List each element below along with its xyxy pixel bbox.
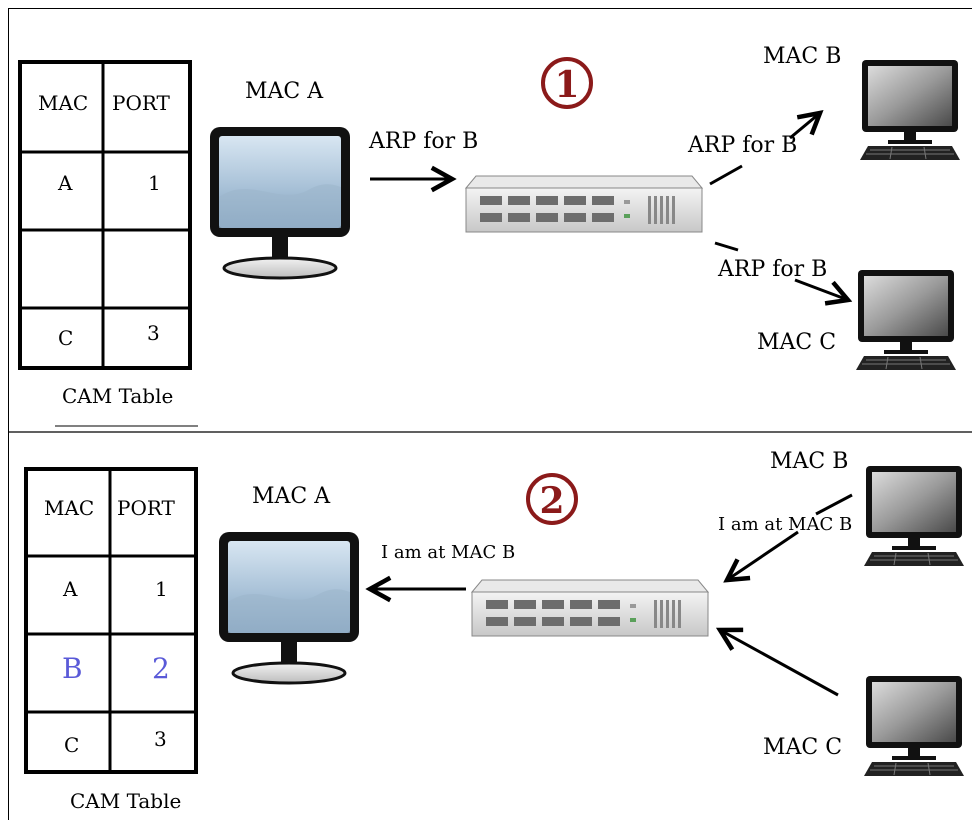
flood-label-b: ARP for B: [687, 133, 797, 158]
cam-table-2-row-1-mac: A: [62, 577, 78, 601]
host-b-label: MAC B: [763, 44, 841, 69]
reply-label-b: I am at MAC B: [718, 514, 852, 535]
cam-table-2-row-1-port: 1: [155, 577, 168, 601]
host-b-label-2: MAC B: [770, 449, 848, 474]
cam-table-2-header-mac: MAC: [44, 496, 94, 520]
cam-table-1: [18, 60, 192, 370]
flood-arrow-c-head: [794, 278, 848, 300]
host-a-label: MAC A: [245, 79, 324, 104]
link-from-c-arrow: [720, 630, 839, 697]
host-c-computer-icon: [855, 269, 957, 371]
host-b-computer-icon: [859, 59, 961, 161]
cam-table-2-header-port: PORT: [117, 496, 176, 520]
cam-table-1-row-3-mac: C: [58, 326, 73, 350]
diagram-frame: [8, 8, 972, 820]
host-c-label: MAC C: [757, 330, 836, 355]
switch-icon-2: [471, 579, 709, 637]
host-b-computer-icon-2: [863, 465, 965, 567]
panel-1: MAC PORT A 1 C 3 CAM Table MAC A ARP for…: [18, 44, 961, 408]
cam-table-1-header-port: PORT: [112, 91, 171, 115]
reply-from-b-tail: [815, 493, 853, 516]
cam-table-1-row-3-port: 3: [147, 321, 160, 345]
reply-from-b-head: [727, 530, 799, 580]
cam-table-1-row-1-mac: A: [57, 171, 73, 195]
cam-table-2: [24, 467, 198, 774]
arp-request-label: ARP for B: [368, 129, 478, 154]
cam-table-1-row-1-port: 1: [148, 171, 161, 195]
step-1-number: 1: [554, 64, 579, 106]
step-2-number: 2: [539, 480, 564, 522]
step-2-badge: [526, 473, 578, 525]
cam-table-2-learned-mac: B: [62, 652, 83, 685]
host-c-computer-icon-2: [863, 675, 965, 777]
step-1-badge: [541, 57, 593, 109]
cam-table-2-row-3-mac: C: [64, 733, 79, 757]
panel-2: MAC PORT A 1 B 2 C 3 CAM Table MAC A I a…: [24, 449, 965, 813]
cam-table-2-learned-port: 2: [152, 652, 170, 685]
flood-arrow-b-tail: [709, 164, 743, 186]
flood-arrow-b-head: [789, 113, 820, 140]
cam-table-2-row-3-port: 3: [154, 727, 167, 751]
flood-arrow-c-tail: [714, 241, 739, 252]
switch-icon: [465, 175, 703, 233]
host-c-label-2: MAC C: [763, 735, 842, 760]
host-a-monitor-icon: [208, 125, 352, 280]
cam-table-1-caption: CAM Table: [62, 384, 173, 408]
cam-table-1-header-mac: MAC: [38, 91, 88, 115]
host-a-label-2: MAC A: [252, 484, 331, 509]
flood-label-c: ARP for B: [717, 257, 827, 282]
host-a-monitor-icon-2: [217, 530, 361, 685]
reply-label: I am at MAC B: [381, 542, 515, 563]
cam-table-2-caption: CAM Table: [70, 789, 181, 813]
